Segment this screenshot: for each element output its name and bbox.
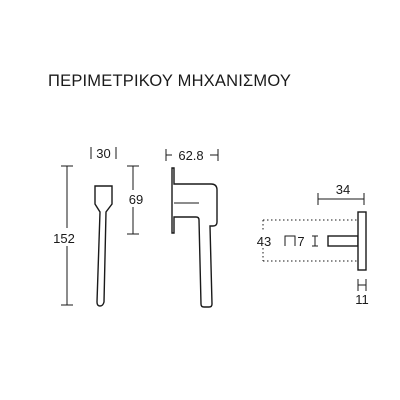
dim-152-label: 152 xyxy=(53,231,75,246)
side-view: 62.8 xyxy=(165,148,219,308)
front-view: 152 30 69 xyxy=(50,146,150,307)
dim-69-label-bg xyxy=(124,190,150,207)
page-title: ΠΕΡΙΜΕΤΡΙΚΟΥ ΜΗΧΑΝΙΣΜΟΥ xyxy=(48,72,292,90)
dim-34-label: 34 xyxy=(336,182,350,197)
dim-43-label: 43 xyxy=(257,234,271,249)
spindle-bar xyxy=(327,235,359,247)
dim-30-label: 30 xyxy=(96,146,110,161)
dim-7-label: 7 xyxy=(297,234,304,249)
dim-62-8-label: 62.8 xyxy=(178,148,203,163)
handle-front-view xyxy=(94,185,113,307)
spindle-view: 34 43 7 11 xyxy=(255,182,369,307)
dim-69-label: 69 xyxy=(129,192,143,207)
handle-side-view xyxy=(171,167,218,308)
rose-plate xyxy=(357,211,367,271)
dim-152-label-bg xyxy=(50,228,78,246)
dim-7-bracket xyxy=(284,235,296,246)
dim-11-label: 11 xyxy=(355,292,369,307)
dim-43-label-bg xyxy=(255,232,275,248)
